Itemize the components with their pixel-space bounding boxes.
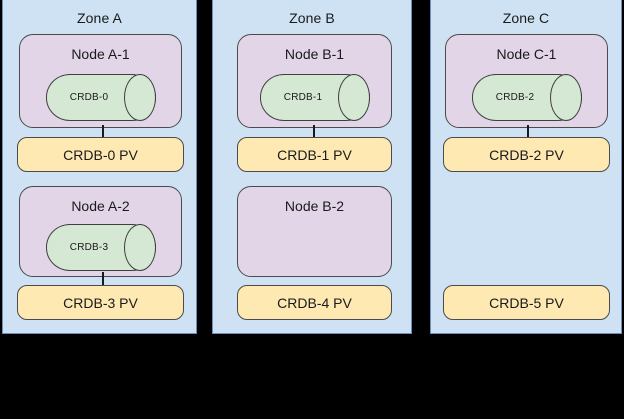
- node-a-2-title: Node A-2: [71, 198, 130, 214]
- connector-crdb-3: [102, 272, 104, 286]
- zone-a[interactable]: Zone A Node A-1 CRDB-0 CRDB-0 PV Node A-…: [2, 0, 197, 334]
- pod-crdb-0[interactable]: CRDB-0: [46, 74, 156, 121]
- node-c-1[interactable]: Node C-1 CRDB-2: [445, 34, 608, 128]
- zone-c-title: Zone C: [502, 10, 550, 26]
- node-b-2-title: Node B-2: [284, 198, 345, 214]
- pod-crdb-2[interactable]: CRDB-2: [472, 74, 582, 121]
- cylinder-cap-icon: [550, 74, 582, 121]
- node-b-1-title: Node B-1: [284, 46, 345, 62]
- pv-crdb-2[interactable]: CRDB-2 PV: [443, 137, 610, 172]
- zone-a-title: Zone A: [77, 10, 122, 26]
- node-b-1[interactable]: Node B-1 CRDB-1: [237, 34, 392, 128]
- connector-crdb-0: [102, 125, 104, 139]
- zone-b[interactable]: Zone B Node B-1 CRDB-1 CRDB-1 PV Node B-…: [212, 0, 412, 334]
- connector-crdb-1: [313, 125, 315, 139]
- pv-crdb-3[interactable]: CRDB-3 PV: [17, 285, 184, 320]
- pod-crdb-3-label: CRDB-3: [69, 242, 109, 253]
- connector-crdb-2: [527, 125, 529, 139]
- pod-crdb-3[interactable]: CRDB-3: [46, 224, 156, 271]
- node-c-1-title: Node C-1: [496, 46, 557, 62]
- cylinder-cap-icon: [124, 224, 156, 271]
- pv-crdb-5[interactable]: CRDB-5 PV: [443, 285, 610, 320]
- zone-b-title: Zone B: [289, 10, 335, 26]
- node-a-2[interactable]: Node A-2 CRDB-3: [19, 186, 182, 277]
- cylinder-cap-icon: [124, 74, 156, 121]
- cylinder-cap-icon: [338, 74, 370, 121]
- node-b-2[interactable]: Node B-2: [237, 186, 392, 277]
- pod-crdb-2-label: CRDB-2: [495, 92, 535, 103]
- pod-crdb-0-label: CRDB-0: [69, 92, 109, 103]
- node-a-1-title: Node A-1: [71, 46, 130, 62]
- pv-crdb-4[interactable]: CRDB-4 PV: [237, 285, 392, 320]
- pod-crdb-1[interactable]: CRDB-1: [260, 74, 370, 121]
- pod-crdb-1-label: CRDB-1: [283, 92, 323, 103]
- zone-c[interactable]: Zone C Node C-1 CRDB-2 CRDB-2 PV CRDB-5 …: [430, 0, 622, 334]
- node-a-1[interactable]: Node A-1 CRDB-0: [19, 34, 182, 128]
- pv-crdb-1[interactable]: CRDB-1 PV: [237, 137, 392, 172]
- pv-crdb-0[interactable]: CRDB-0 PV: [17, 137, 184, 172]
